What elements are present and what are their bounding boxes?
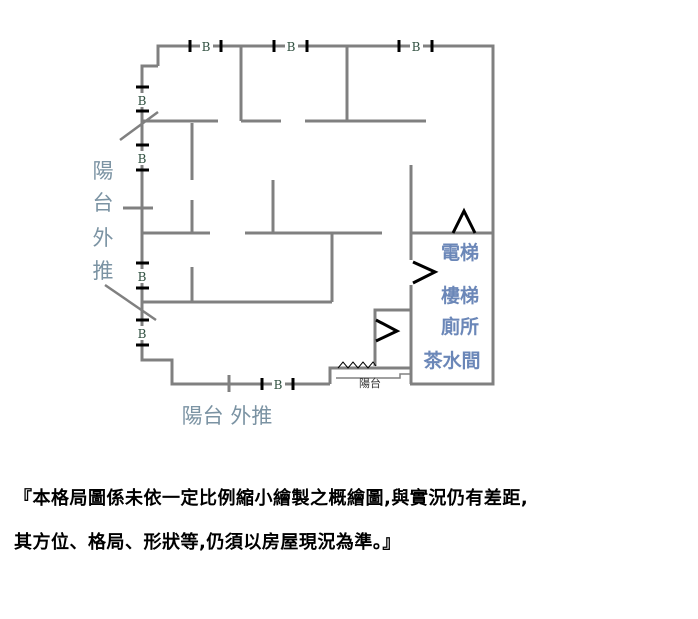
door-label: B [138,270,147,284]
door-label: B [138,327,147,341]
elevator-icon [451,207,477,234]
stair-arrow-icon [375,318,401,343]
door-label: B [274,378,283,392]
label-char: 陽 [93,159,114,183]
disclaimer-line-1: 『本格局圖係未依一定比例縮小繪製之概繪圖,與實況仍有差距, [14,488,529,509]
door-label: B [138,152,147,166]
door-label: B [138,94,147,108]
label-char: 台 [93,191,114,215]
pantry-label: 茶水間 [423,349,480,372]
stair-arrow-icon [412,260,439,285]
railing-icon [337,361,377,369]
right-labels: 電梯 樓梯 廁所 茶水間 [423,241,480,372]
stairs-label: 樓梯 [441,284,479,307]
restroom-label: 廁所 [441,315,479,338]
doors: B B B B B B B B [136,40,434,392]
small-balcony-label: 陽台 [359,376,381,390]
door-label: B [412,40,421,54]
disclaimer-line-2: 其方位、格局、形狀等,仍須以房屋現況為準。』 [14,532,401,553]
label-char: 推 [93,259,114,283]
elevator-label: 電梯 [441,241,479,264]
door-label: B [287,40,296,54]
walls [104,44,495,392]
door-label: B [202,40,211,54]
label-char: 外 [93,226,114,250]
left-balcony-label: 陽 台 外 推 [93,159,114,283]
bottom-balcony-label: 陽台 外推 [182,404,273,428]
stair-symbols [337,207,477,369]
